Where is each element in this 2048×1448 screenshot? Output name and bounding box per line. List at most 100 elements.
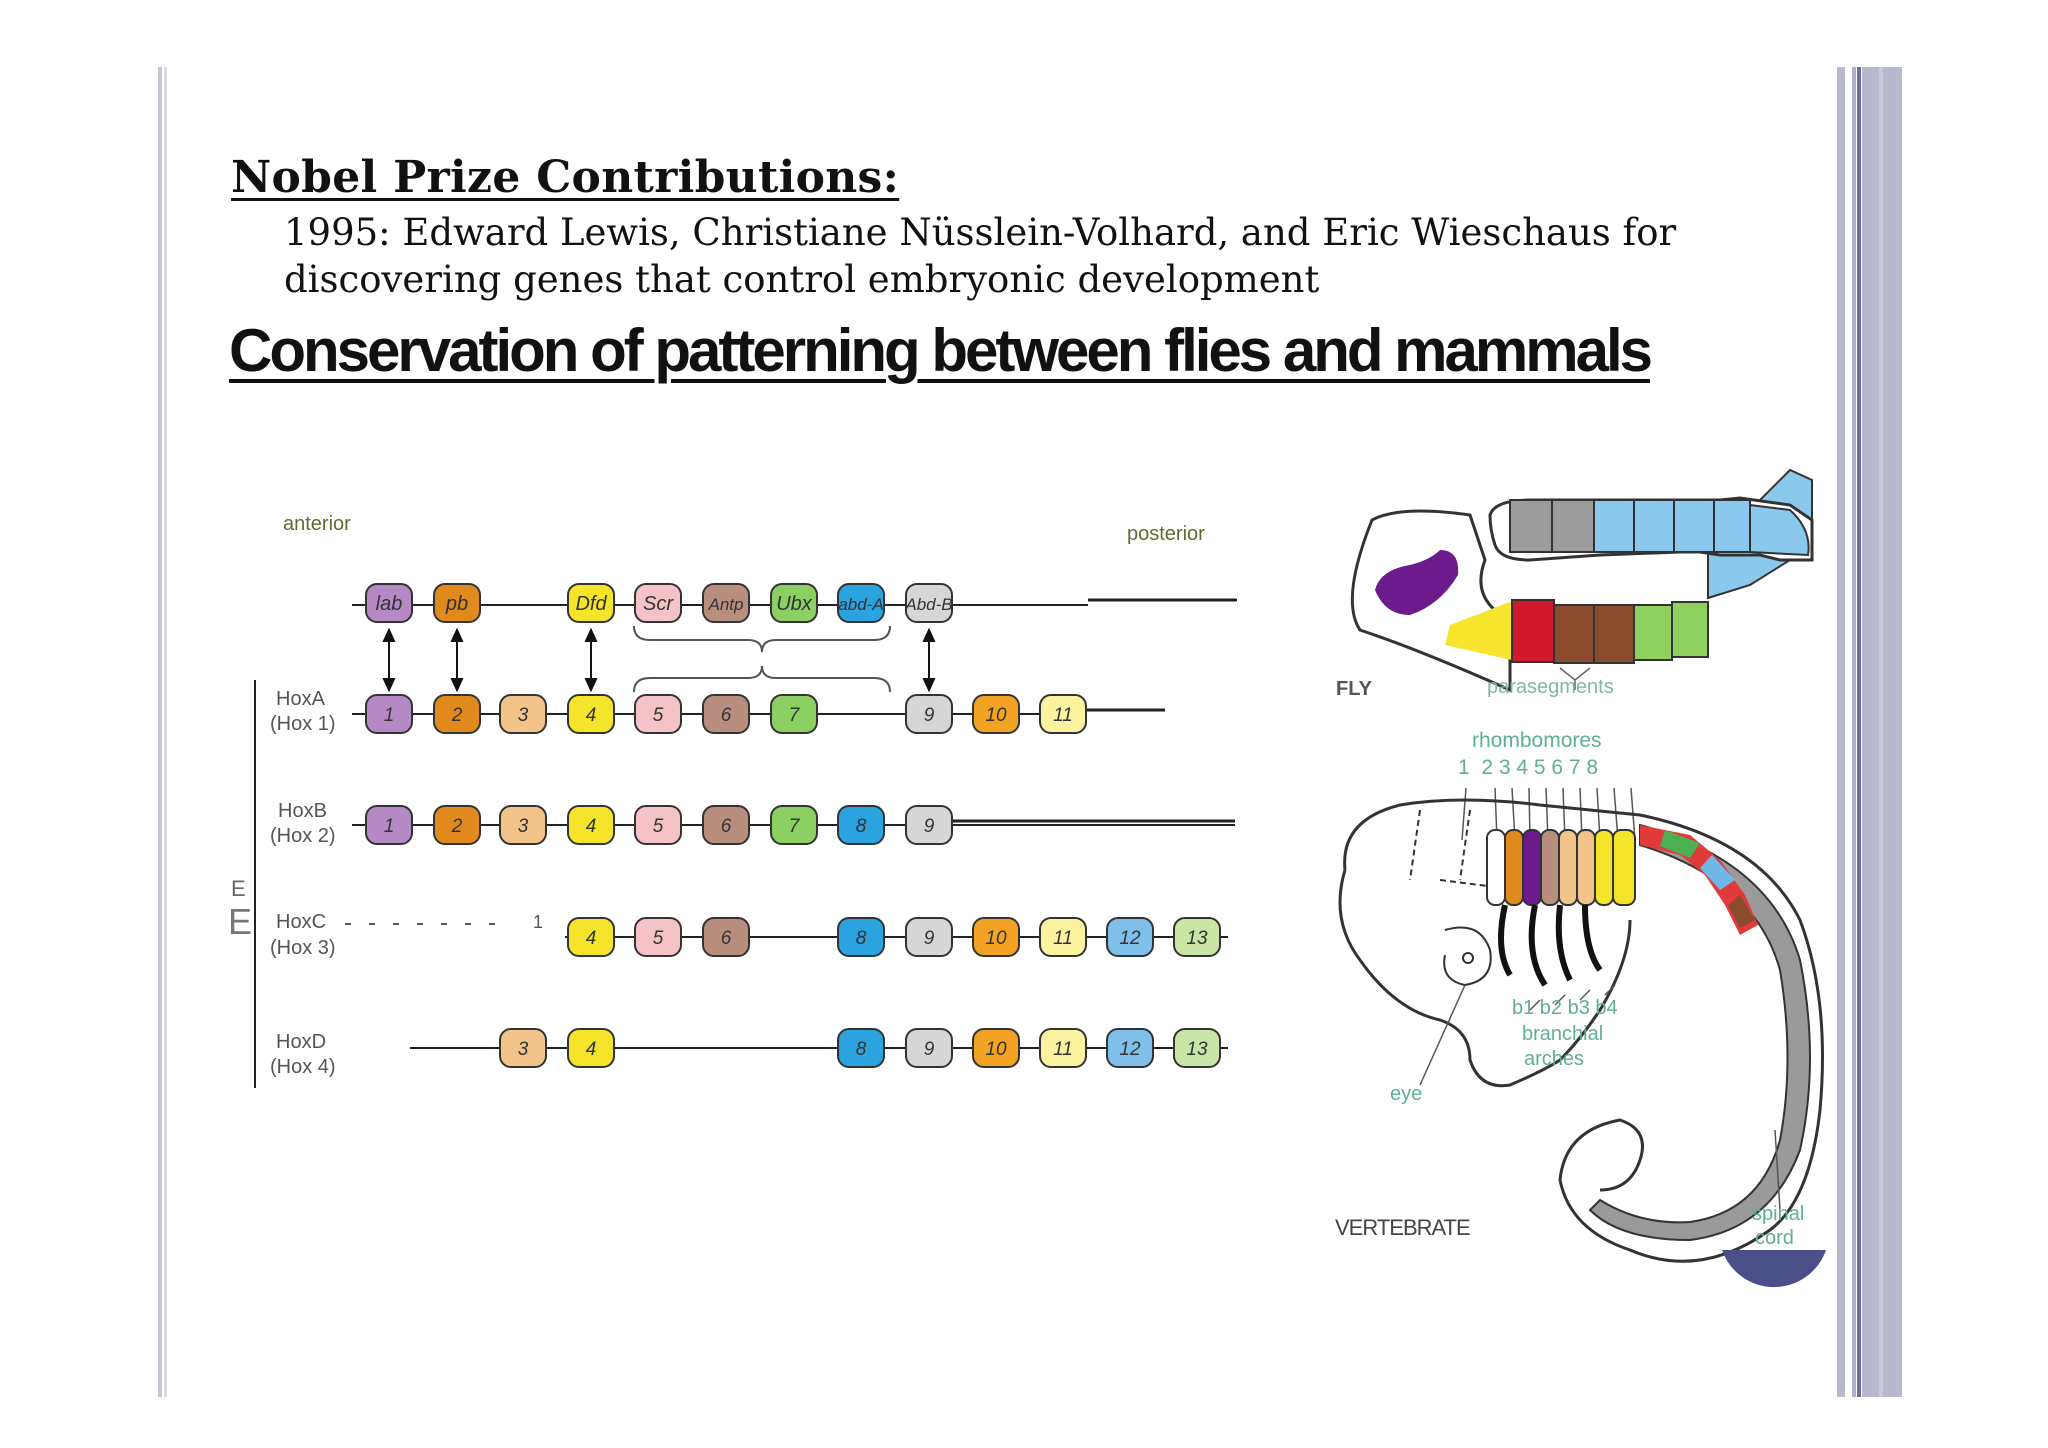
fly-parasegment-pointers [1559,667,1591,690]
hoxd-gene-10-label: 10 [985,1039,1007,1060]
fly-seg-brown-1 [1553,604,1595,664]
fly-gene-ubx: Ubx [770,583,818,623]
hoxc-gene-10-label: 10 [985,928,1007,949]
fly-seg-brown-2 [1593,604,1635,664]
hoxc-gene-8-label: 8 [856,928,867,949]
hoxa-gene-11-label: 11 [1053,705,1073,726]
fly-gene-dfd-label: Dfd [575,593,607,615]
hoxb-gene-6: 6 [702,805,750,845]
hoxb-gene-6-label: 6 [721,816,732,837]
arches-label: arches [1524,1048,1584,1070]
fly-embryo: FLY parasegments [1336,468,1814,700]
posterior-label: posterior [1127,523,1205,545]
hoxc-gene-5: 5 [634,917,682,957]
hoxd-gene-8-label: 8 [856,1039,867,1060]
fly-gene-abd-a-label: abd-A [838,595,883,614]
fly-gene-abd-b-label: Abd-B [904,595,952,614]
hoxc-gene-13-label: 13 [1186,928,1208,949]
hoxb-gene-4: 4 [567,805,615,845]
rhombomeres-label: rhombomores [1472,729,1602,752]
hoxa-gene-2-label: 2 [451,705,463,726]
cord-label: cord [1755,1227,1794,1249]
hoxd-gene-11-label: 11 [1053,1039,1073,1060]
side-letter: E [231,876,246,901]
right-border-bar-1 [1837,67,1845,1397]
hoxa-gene-11: 11 [1039,694,1087,734]
hoxd-gene-10: 10 [972,1028,1020,1068]
fly-gene-dfd: Dfd [567,583,615,623]
hoxa-gene-6: 6 [702,694,750,734]
spinal-band-blue [1700,855,1735,890]
hoxd-gene-4-label: 4 [586,1039,597,1060]
hoxb-gene-1: 1 [365,805,413,845]
hoxc-gene-9-label: 9 [924,928,935,949]
hoxd-gene-12: 12 [1106,1028,1154,1068]
vertebrate-brain-dash [1409,809,1521,891]
hoxd-alt-label: (Hox 4) [270,1056,336,1078]
hoxb-gene-9-label: 9 [924,816,935,837]
hoxa-gene-3-label: 3 [518,705,529,726]
hoxc-gene-5-label: 5 [653,928,664,949]
fly-label: FLY [1336,678,1373,700]
fly-seg-green-2 [1671,601,1709,658]
hoxc-gene-13: 13 [1173,917,1221,957]
nobel-description: 1995: Edward Lewis, Christiane Nüsslein-… [284,209,1784,303]
fly-seg-green-1 [1633,604,1673,661]
hoxa-gene-6-label: 6 [721,705,732,726]
hoxd-gene-11: 11 [1039,1028,1087,1068]
left-border-bar [158,67,162,1397]
hoxc-dash-label: 1 [533,912,543,932]
hoxb-gene-3-label: 3 [518,816,529,837]
fly-head-purple [1375,550,1459,615]
hoxc-gene-11: 11 [1039,917,1087,957]
fly-gene-antp-label: Antp [708,595,744,614]
fly-gene-scr-label: Scr [643,593,674,615]
nobel-line-1: 1995: Edward Lewis, Christiane Nüsslein-… [284,211,1677,254]
fly-seg-blue-4 [1713,499,1751,553]
right-border-bar-3 [1857,67,1861,1397]
hoxa-gene-3: 3 [499,694,547,734]
fly-yellow-segment [1445,600,1515,660]
anterior-label: anterior [283,513,351,535]
hoxd-gene-13: 13 [1173,1028,1221,1068]
hoxa-gene-2: 2 [433,694,481,734]
hoxd-gene-4: 4 [567,1028,615,1068]
hoxa-gene-9: 9 [905,694,953,734]
brace-upper [633,625,891,653]
parasegments-label: parasegments [1487,676,1614,698]
fly-gene-pb: pb [433,583,481,623]
spinal-pointer-line [1774,1129,1781,1211]
hoxb-gene-4-label: 4 [586,816,597,837]
hoxa-gene-1-label: 1 [384,705,395,726]
hoxb-gene-7: 7 [770,805,818,845]
hoxd-gene-9: 9 [905,1028,953,1068]
fly-seg-grey-2 [1551,499,1595,553]
nobel-heading: Nobel Prize Contributions: [231,152,900,203]
hoxc-gene-10: 10 [972,917,1020,957]
hoxc-gene-9: 9 [905,917,953,957]
hoxd-label: HoxD [276,1031,326,1053]
hoxd-gene-13-label: 13 [1186,1039,1208,1060]
fly-gene-lab: lab [365,583,413,623]
hoxa-gene-5: 5 [634,694,682,734]
hoxa-gene-1: 1 [365,694,413,734]
vertebrate-eye [1443,926,1492,987]
hoxa-gene-10-label: 10 [985,705,1007,726]
fly-gene-pb-label: pb [445,593,468,615]
hoxa-gene-9-label: 9 [924,705,935,726]
spinal-band-green [1660,830,1700,858]
fly-gene-lab-label: lab [376,593,403,615]
hoxb-alt-label: (Hox 2) [270,825,336,847]
hoxc-gene-4: 4 [567,917,615,957]
fly-seg-blue-2 [1633,499,1675,553]
hoxc-gene-12: 12 [1106,917,1154,957]
eye-label: eye [1390,1083,1422,1105]
vertebrate-embryo: rhombomores 1 2 3 4 5 6 7 8 b1 b2 b3 b4 … [1335,729,1826,1288]
rhombomere-segments [1486,829,1636,906]
hoxa-gene-5-label: 5 [653,705,664,726]
vertebrate-outline [1338,798,1824,1263]
vertebrate-label: VERTEBRATE [1335,1215,1470,1240]
homology-arrows [382,627,936,693]
fly-seg-blue-3 [1673,499,1715,553]
